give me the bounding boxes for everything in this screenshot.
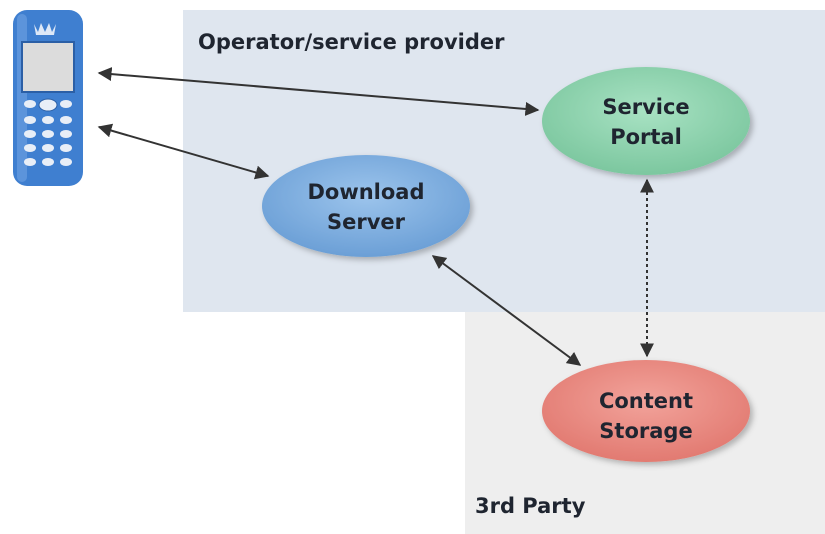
- phone-keypad: [24, 116, 72, 166]
- phone-key: [42, 158, 54, 166]
- operator-region-label: Operator/service provider: [198, 30, 505, 54]
- phone-screen: [21, 41, 75, 93]
- phone-body-highlight: [17, 14, 27, 182]
- content-storage-label-line2: Storage: [599, 419, 692, 443]
- download-server-label-line2: Server: [327, 210, 406, 234]
- phone-key: [42, 144, 54, 152]
- download-server-label-line1: Download: [307, 180, 424, 204]
- phone-logo-icon: [34, 23, 56, 35]
- phone-key: [24, 158, 36, 166]
- phone-key: [60, 130, 72, 138]
- download-server-ellipse: [262, 155, 470, 257]
- service-portal-node: Service Portal: [542, 67, 750, 175]
- phone-key: [60, 116, 72, 124]
- content-storage-ellipse: [542, 360, 750, 462]
- phone-soft-key-right: [60, 100, 72, 108]
- phone-key: [42, 116, 54, 124]
- connector-download-server-content-storage: [431, 255, 582, 366]
- third-party-region-label: 3rd Party: [475, 494, 586, 518]
- phone-key: [24, 130, 36, 138]
- operator-region-background: [183, 10, 825, 312]
- download-server-node: Download Server: [262, 155, 470, 257]
- phone-soft-key-left: [24, 100, 36, 108]
- content-storage-node: Content Storage: [542, 360, 750, 462]
- phone-key: [60, 158, 72, 166]
- phone-nav-key: [38, 98, 58, 112]
- phone-key: [42, 130, 54, 138]
- connector-phone-service-portal: [97, 67, 540, 116]
- phone-key: [24, 144, 36, 152]
- connector-phone-download-server: [97, 123, 270, 180]
- service-portal-label-line1: Service: [602, 95, 689, 119]
- service-portal-ellipse: [542, 67, 750, 175]
- phone-key: [60, 144, 72, 152]
- mobile-phone-icon: [13, 10, 83, 186]
- phone-key: [24, 116, 36, 124]
- content-storage-label-line1: Content: [599, 389, 693, 413]
- operator-region: [183, 10, 825, 312]
- service-portal-label-line2: Portal: [610, 125, 682, 149]
